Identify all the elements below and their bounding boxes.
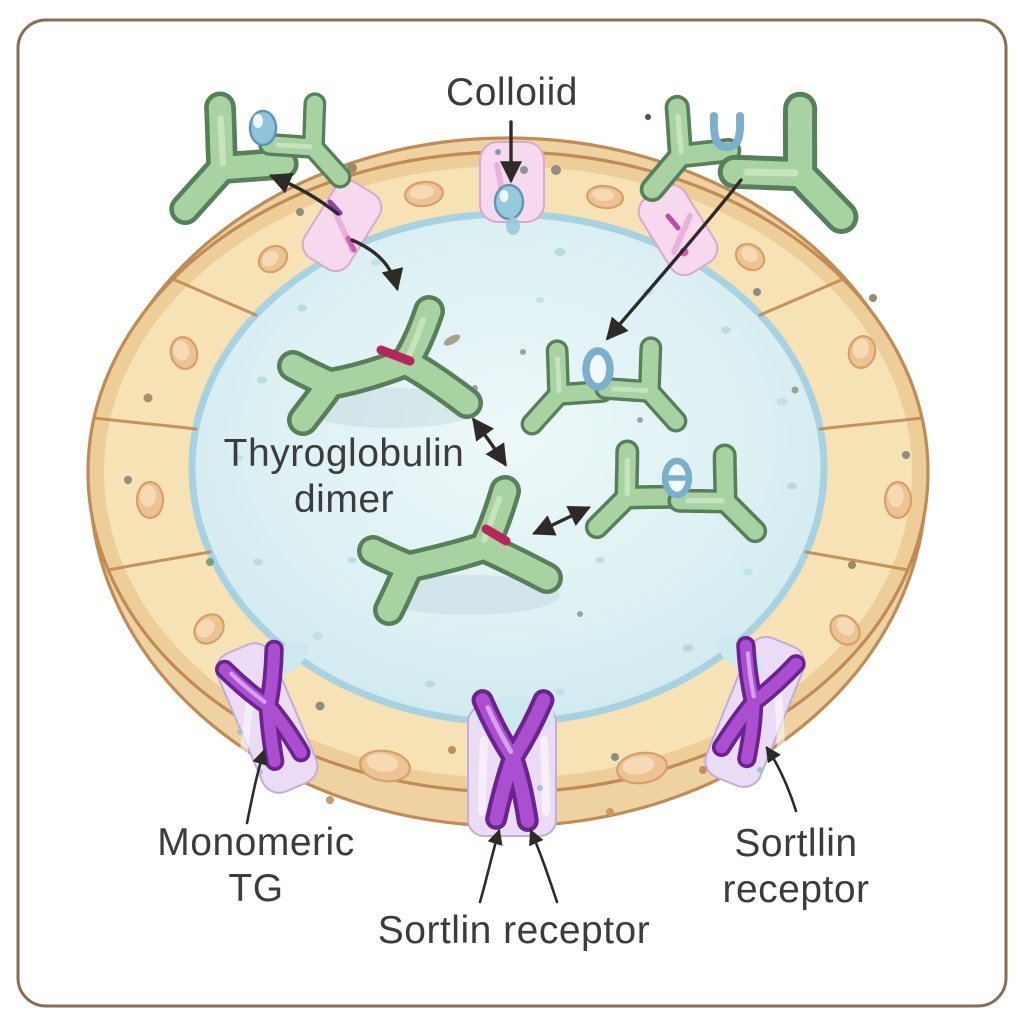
blue-oval-highlight: [253, 114, 263, 128]
cell-junction-lines: [92, 277, 924, 572]
arrow-exocytosis-left: [268, 173, 340, 216]
label-thyroglobulin-dimer: Thyroglobulin dimer: [223, 432, 465, 521]
label-sortlin-receptor-bottom: Sortlin receptor: [377, 909, 651, 952]
dimer-bond-band: [481, 524, 511, 546]
arrow-double-lower: [531, 506, 591, 536]
blue-ring-glyph: [582, 347, 614, 391]
blue-oval-glyph-left: [248, 109, 278, 147]
leader-sortlin-right: [529, 828, 559, 904]
dimer-bond-band: [376, 345, 415, 366]
arrow-into-colloid-right: [605, 178, 743, 341]
label-monomeric-tg: Monomeric TG: [157, 821, 355, 910]
cell-nuclei: [135, 180, 913, 785]
arrow-into-colloid-left: [350, 238, 404, 292]
blue-theta-glyph: [661, 457, 693, 499]
tight-junction-top-left: [301, 179, 383, 273]
figure-border: [16, 18, 1008, 1008]
leader-sortlin-left: [478, 828, 503, 904]
leader-monomeric-tg: [245, 748, 268, 825]
annotation-arrows: [245, 120, 798, 904]
tg-dimer-center-shadow: [380, 575, 560, 615]
tight-junction-top-right: [637, 183, 719, 277]
label-colloid: Colloiid: [446, 71, 578, 114]
cell-specks: [124, 163, 910, 816]
label-sortlin-receptor-right: Sortllin receptor: [722, 822, 870, 911]
dark-speck: [645, 114, 651, 120]
arrow-double-upper: [472, 417, 507, 467]
thyroglobulin-dimer-left: [277, 295, 483, 436]
thyroglobulin-dimer-center: [357, 475, 563, 626]
leader-sortllin: [765, 746, 798, 813]
blue-u-glyph: [709, 112, 745, 152]
colloid-droplet: [493, 183, 525, 235]
